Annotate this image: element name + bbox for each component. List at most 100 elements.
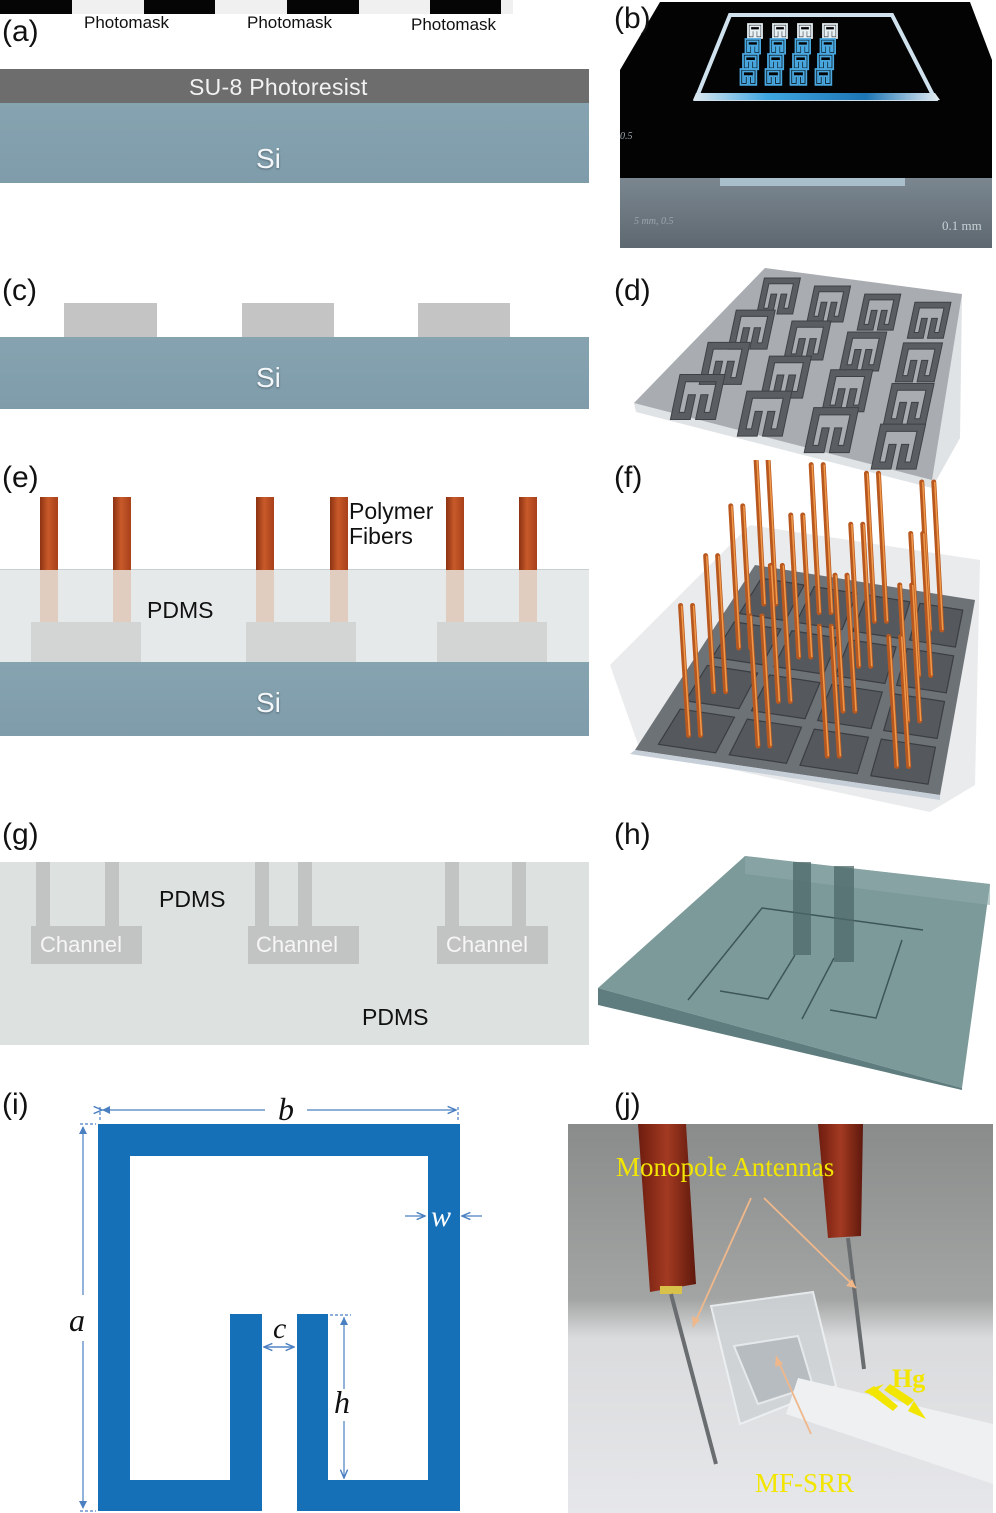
su8-mold-render [634, 268, 962, 488]
fiber-highlight [717, 555, 728, 692]
glowing-srr-pattern [814, 68, 833, 86]
fiber-label-line2: Fibers [349, 523, 413, 549]
photomask-clear-segment [215, 0, 287, 14]
su8-mold-block [31, 622, 141, 662]
polymer-fiber [765, 460, 779, 607]
fiber-highlight [934, 481, 944, 630]
floor-highlight [720, 178, 905, 186]
polymer-fiber [863, 470, 877, 624]
fiber-channel-post [255, 862, 269, 930]
si-substrate [0, 103, 589, 183]
antenna-probe-right [846, 1237, 866, 1370]
fiber-channel-post [445, 862, 459, 930]
fiber-channel-post [512, 862, 526, 930]
polymer-fiber [678, 603, 692, 739]
fiber-highlight [692, 605, 703, 736]
fiber-highlight [866, 473, 877, 622]
flow-direction-arrows [864, 1384, 926, 1419]
polymer-fiber [519, 497, 537, 570]
srr-mold-pattern [783, 320, 832, 361]
antenna-cable-right [818, 1124, 863, 1238]
panel-label-b: (b) [614, 2, 651, 35]
fiber-highlight [888, 636, 899, 767]
photomask-opaque-segment [144, 0, 215, 14]
glowing-srr-pattern [764, 68, 783, 86]
embedded-fiber [113, 570, 131, 622]
embedded-fiber [330, 570, 348, 622]
photomask-clear-segment [72, 0, 144, 14]
srr-mold-array [669, 277, 952, 470]
srr-mold-pattern [756, 277, 801, 315]
arrowhead [79, 1501, 87, 1509]
antenna-cable-left [638, 1124, 696, 1292]
polymer-fiber [728, 503, 742, 651]
fiber-highlight [922, 533, 933, 676]
srr-mold-pattern [906, 301, 952, 339]
arrowhead [102, 1106, 110, 1114]
render-text: 5 mm, 0.5 [634, 216, 673, 227]
srr-mold-pattern [698, 341, 751, 385]
glowing-srr-pattern [822, 23, 838, 39]
srr-mold-pattern [669, 374, 726, 421]
outlet-channel [834, 866, 854, 962]
srr-mold-pattern [856, 293, 902, 331]
fiber-highlight [878, 473, 889, 622]
channel-cavity [437, 926, 548, 964]
srr-cell [799, 728, 870, 775]
hg-tubing [786, 1378, 993, 1484]
fiber-highlight [750, 615, 760, 746]
fiber-highlight [770, 565, 781, 702]
su8-photoresist-layer [0, 69, 589, 103]
device-front-edge [598, 988, 962, 1090]
polymer-fiber [40, 497, 58, 570]
glowing-srr-pattern [797, 23, 813, 39]
panel-label-e: (e) [2, 461, 39, 494]
fiber-highlight [899, 584, 910, 721]
fiber-channel-post [36, 862, 50, 930]
srr-mold-pattern [803, 407, 860, 454]
fiber-highlight [731, 505, 741, 648]
polymer-fiber [860, 521, 874, 669]
srr-cell [684, 664, 759, 710]
srr-cell [882, 693, 946, 740]
fiber-highlight [823, 464, 833, 613]
pdms-label: PDMS [147, 597, 214, 623]
arrowhead [692, 1316, 700, 1327]
fiber-highlight [862, 524, 873, 667]
polymer-fiber [753, 460, 767, 607]
polymer-fiber [779, 562, 793, 704]
photomask-clear-segment [501, 0, 513, 14]
channel-label: Channel [446, 932, 528, 957]
polymer-fiber-array [678, 460, 945, 769]
fiber-highlight [756, 460, 766, 605]
polymer-fiber [931, 479, 945, 633]
photomask-opaque-segment [430, 0, 501, 14]
polymer-fiber [832, 572, 846, 714]
exposure-render: 0.5 5 mm, 0.5 0.1 mm [620, 2, 992, 248]
fiber-highlight [850, 524, 861, 667]
polymer-fiber [330, 497, 348, 570]
arrowhead [775, 1356, 783, 1367]
polymer-fiber [920, 530, 934, 678]
embedded-fiber [40, 570, 58, 622]
fiber-highlight [705, 555, 716, 692]
su8-label: SU-8 Photoresist [189, 74, 368, 100]
channel-cavity [31, 926, 142, 964]
fiber-label-line1: Polymer [349, 498, 434, 524]
dim-label-a: a [69, 1302, 85, 1338]
fiber-highlight [847, 575, 857, 712]
si-label: Si [256, 143, 281, 174]
photomask-clear-segment [359, 0, 430, 14]
panel-label-c: (c) [2, 274, 37, 307]
si-label: Si [256, 362, 281, 393]
polymer-fiber [909, 582, 923, 724]
su8-pattern-block [242, 303, 334, 337]
panel-label-h: (h) [614, 818, 651, 851]
polymer-fiber [816, 623, 830, 759]
srr-mold-pattern [736, 390, 793, 437]
arrowhead [340, 1317, 348, 1325]
photomask-label: Photomask [411, 15, 497, 34]
fiber-highlight [922, 481, 932, 630]
polymer-fiber [808, 462, 822, 616]
antenna-probe-left [669, 1293, 718, 1465]
